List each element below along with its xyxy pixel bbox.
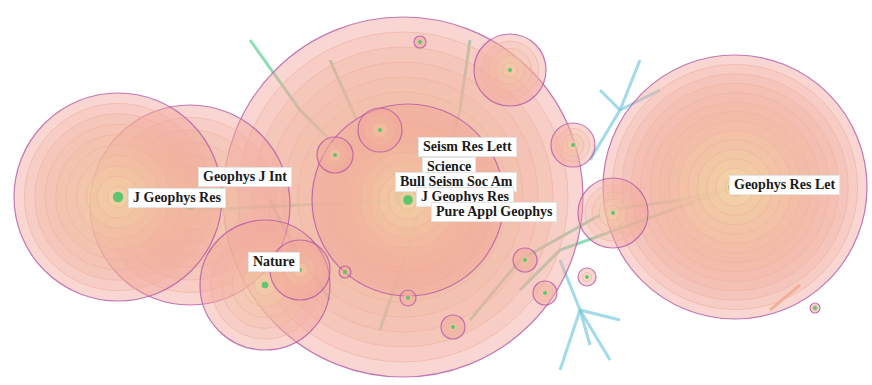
node-core xyxy=(571,143,575,147)
journal-circle xyxy=(578,178,648,248)
journal-circle xyxy=(317,137,353,173)
citation-ring xyxy=(488,48,531,91)
citation-ring xyxy=(599,199,627,227)
journal-label: Seism Res Lett xyxy=(418,137,517,157)
citation-ring xyxy=(404,294,412,302)
journal-circle xyxy=(603,55,867,319)
citation-ring xyxy=(398,190,417,209)
journal-circle xyxy=(551,123,595,167)
node-core xyxy=(451,325,455,329)
citation-ring xyxy=(342,269,348,275)
journal-circle xyxy=(810,303,820,313)
journal-circle xyxy=(200,220,330,350)
citation-ring xyxy=(474,34,546,106)
journal-label: Nature xyxy=(248,252,300,272)
citation-ring xyxy=(373,123,388,138)
citation-ring xyxy=(358,108,402,152)
node-core xyxy=(333,153,337,157)
citation-ring xyxy=(513,248,537,272)
citation-ring xyxy=(585,185,641,241)
citation-ring xyxy=(541,289,549,297)
node-core xyxy=(262,282,269,289)
node-core xyxy=(813,306,817,310)
journal-circle xyxy=(414,36,426,48)
citation-ring xyxy=(568,140,579,151)
journal-circle xyxy=(441,315,465,339)
journal-circle xyxy=(578,268,596,286)
journal-circle xyxy=(400,290,416,306)
citation-ring xyxy=(200,220,330,350)
citation-ring xyxy=(557,129,590,162)
network-link xyxy=(580,310,620,320)
node-core xyxy=(343,270,347,274)
citation-ring xyxy=(612,64,857,309)
citation-ring xyxy=(537,285,553,301)
node-core xyxy=(585,275,589,279)
citation-ring xyxy=(583,273,592,282)
citation-ring xyxy=(441,315,465,339)
citation-ring xyxy=(578,268,596,286)
citation-ring xyxy=(603,55,867,319)
citation-ring xyxy=(317,137,353,173)
citation-ring xyxy=(622,74,848,300)
network-link xyxy=(600,90,620,110)
citation-ring xyxy=(562,134,584,156)
node-core xyxy=(543,291,547,295)
journal-label: Pure Appl Geophys xyxy=(431,202,557,222)
network-link xyxy=(560,310,580,370)
citation-ring xyxy=(813,306,818,311)
journal-label: Geophys J Int xyxy=(198,167,292,187)
node-core xyxy=(403,195,413,205)
citation-ring xyxy=(329,149,341,161)
journal-circle xyxy=(358,108,402,152)
node-core xyxy=(508,68,512,72)
citation-ring xyxy=(449,323,457,331)
node-core xyxy=(113,192,123,202)
journal-label: J Geophys Res xyxy=(128,188,226,208)
citation-ring xyxy=(414,36,426,48)
journal-circle xyxy=(533,281,557,305)
journal-circle xyxy=(513,248,537,272)
citation-ring xyxy=(521,256,529,264)
node-core xyxy=(523,258,527,262)
journal-circle xyxy=(339,266,351,278)
journal-circle xyxy=(474,34,546,106)
citation-ring xyxy=(606,206,620,220)
node-core xyxy=(611,211,615,215)
node-core xyxy=(378,128,382,132)
citation-ring xyxy=(323,143,347,167)
citation-ring xyxy=(533,281,557,305)
node-core xyxy=(406,296,410,300)
citation-ring xyxy=(592,192,634,234)
citation-ring xyxy=(445,319,461,335)
citation-ring xyxy=(551,123,595,167)
journal-label: Geophys Res Let xyxy=(729,175,840,195)
citation-ring xyxy=(496,56,525,85)
node-core xyxy=(418,40,422,44)
citation-ring xyxy=(400,290,416,306)
citation-ring xyxy=(517,252,533,268)
citation-ring xyxy=(578,178,648,248)
citation-ring xyxy=(108,187,129,208)
citation-ring xyxy=(339,266,351,278)
citation-ring xyxy=(365,115,394,144)
citation-ring xyxy=(503,63,517,77)
citation-ring xyxy=(481,41,539,99)
citation-ring xyxy=(810,303,820,313)
citation-ring xyxy=(417,39,423,45)
